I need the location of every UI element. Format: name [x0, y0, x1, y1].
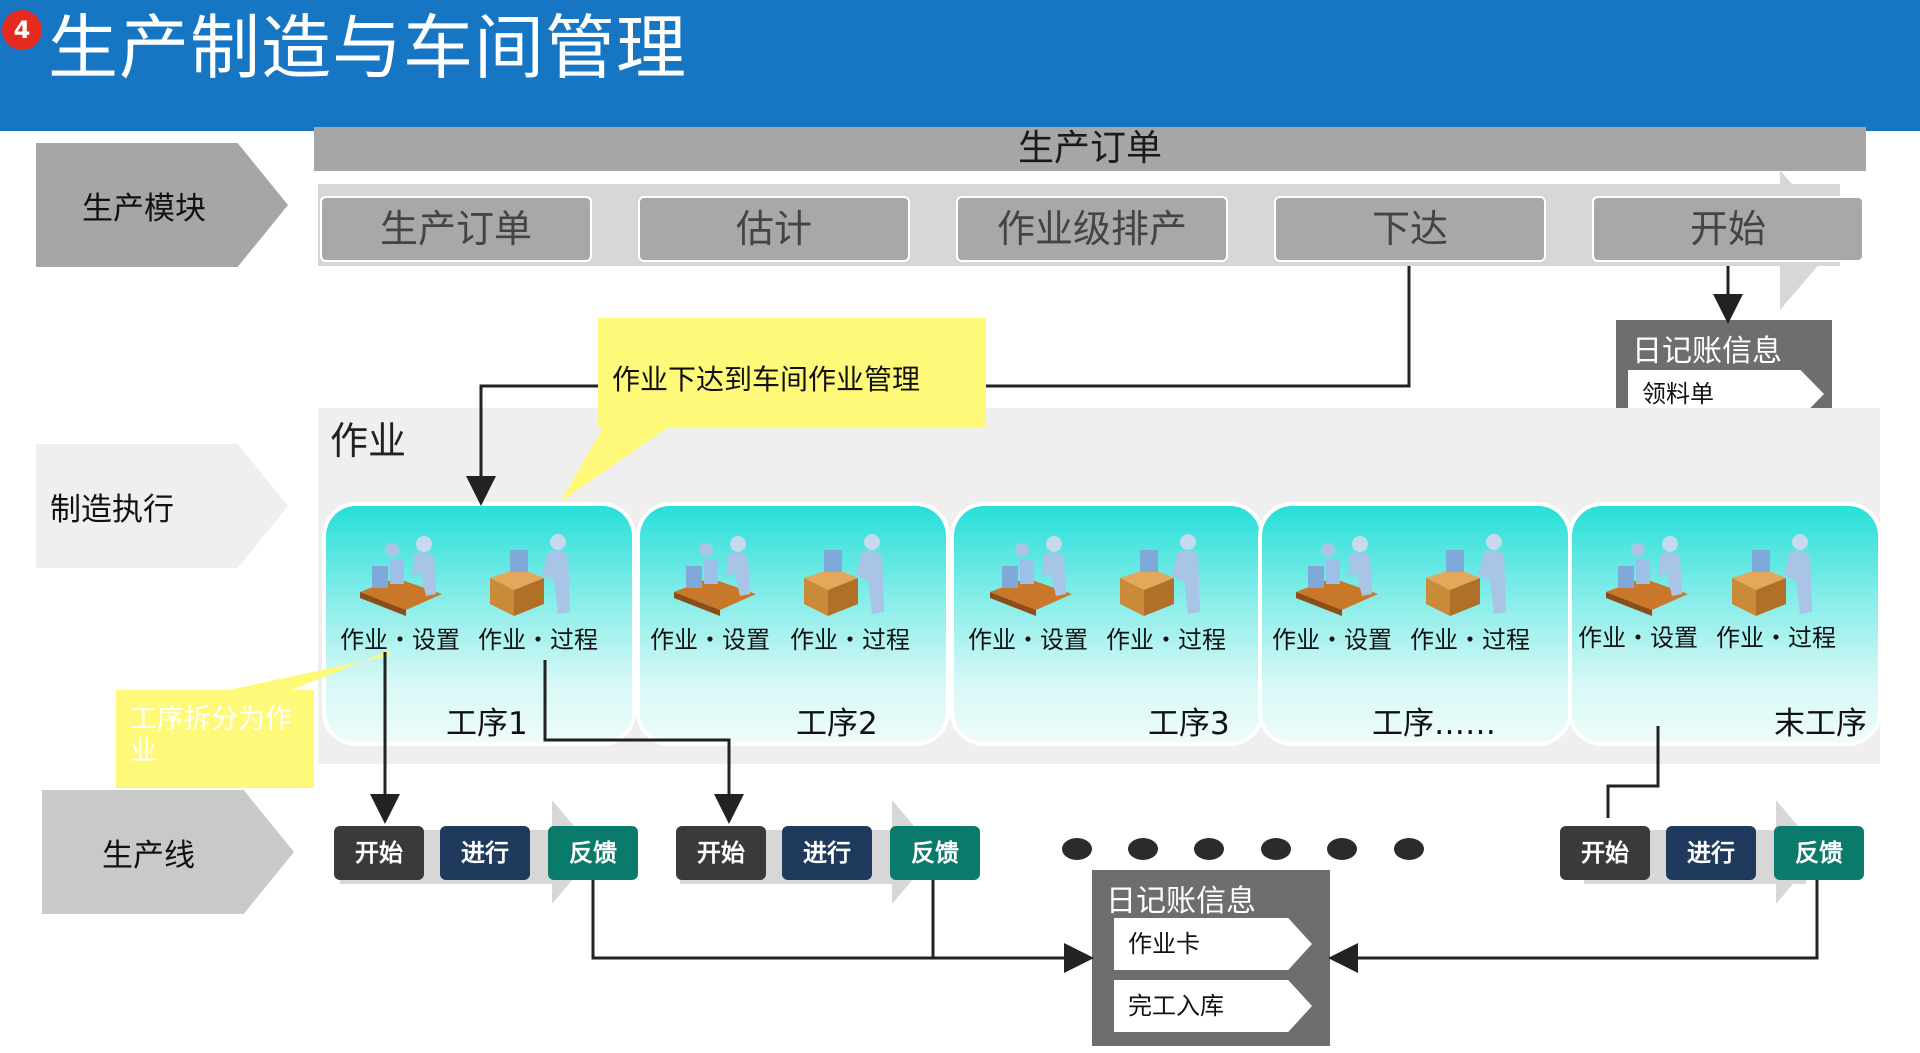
- journal-item-finished-goods-receipt[interactable]: 完工入库: [1114, 980, 1312, 1032]
- packing-worker-icon: [1426, 534, 1506, 616]
- note-split-into-operations: 工序拆分为作业: [116, 690, 314, 788]
- assembly-worker-icon: [1606, 536, 1688, 616]
- process-3-label: 工序3: [1148, 706, 1230, 742]
- op-process-label: 作业・过程: [1716, 624, 1836, 652]
- ellipsis-dot: [1327, 838, 1357, 860]
- production-order-banner: 生产订单: [314, 127, 1866, 171]
- process1-to-line2-arrow: [543, 660, 744, 824]
- journal-top-title: 日记账信息: [1632, 334, 1782, 369]
- stage-operation-scheduling[interactable]: 作业级排产: [956, 196, 1228, 262]
- op-setup-label: 作业・设置: [1578, 624, 1698, 652]
- label-production-line-text: 生产线: [102, 837, 195, 874]
- stage-release[interactable]: 下达: [1274, 196, 1546, 262]
- process-card-1[interactable]: 作业・设置 作业・过程 工序1: [326, 506, 632, 742]
- journal-box-bottom: 日记账信息 作业卡 完工入库: [1092, 870, 1330, 1046]
- packing-worker-icon: [490, 534, 570, 616]
- op-process-label: 作业・过程: [478, 626, 598, 654]
- op-process-label: 作业・过程: [790, 626, 910, 654]
- packing-worker-icon: [1732, 534, 1812, 616]
- op-process-label: 作业・过程: [1410, 626, 1530, 654]
- release-to-operations-arrow: [466, 384, 598, 506]
- label-manufacturing-execution: 制造执行: [36, 444, 288, 568]
- last-process-to-line3: [1606, 726, 1660, 818]
- assembly-worker-icon: [360, 536, 442, 616]
- stage-production-order[interactable]: 生产订单: [320, 196, 592, 262]
- label-production-line: 生产线: [42, 790, 294, 914]
- line3-progress-button[interactable]: 进行: [1666, 826, 1756, 880]
- label-manufacturing-execution-text: 制造执行: [50, 491, 174, 528]
- line1-progress-button[interactable]: 进行: [440, 826, 530, 880]
- line2-feedback-button[interactable]: 反馈: [890, 826, 980, 880]
- section-number-badge: 4: [2, 10, 42, 50]
- line1-feedback-to-journal-arrow: [591, 880, 1094, 973]
- process-more-label: 工序……: [1372, 706, 1496, 742]
- process-card-3[interactable]: 作业・设置 作业・过程 工序3: [954, 506, 1260, 742]
- assembly-worker-icon: [674, 536, 756, 616]
- stage-estimate[interactable]: 估计: [638, 196, 910, 262]
- process-2-label: 工序2: [796, 706, 878, 742]
- stage-start[interactable]: 开始: [1592, 196, 1864, 262]
- ellipsis-dot: [1194, 838, 1224, 860]
- op-setup-label: 作业・设置: [340, 626, 460, 654]
- journal-bottom-title: 日记账信息: [1106, 884, 1256, 919]
- packing-worker-icon: [804, 534, 884, 616]
- ellipsis-dot: [1394, 838, 1424, 860]
- process-card-last[interactable]: 作业・设置 作业・过程 末工序: [1572, 506, 1878, 742]
- process-card-2[interactable]: 作业・设置 作业・过程 工序2: [640, 506, 946, 742]
- label-production-module-text: 生产模块: [82, 190, 206, 227]
- line2-progress-button[interactable]: 进行: [782, 826, 872, 880]
- line3-feedback-button[interactable]: 反馈: [1774, 826, 1864, 880]
- op-setup-label: 作业・设置: [650, 626, 770, 654]
- process-last-label: 末工序: [1774, 706, 1867, 742]
- process-card-more[interactable]: 作业・设置 作业・过程 工序……: [1262, 506, 1568, 742]
- assembly-worker-icon: [1296, 536, 1378, 616]
- line2-start-button[interactable]: 开始: [676, 826, 766, 880]
- packing-worker-icon: [1120, 534, 1200, 616]
- process-1-label: 工序1: [446, 706, 528, 742]
- header-bar: [0, 0, 1920, 131]
- line3-feedback-to-journal-arrow: [1328, 880, 1819, 973]
- journal-item-job-card[interactable]: 作业卡: [1114, 918, 1312, 970]
- op-setup-label: 作业・设置: [1272, 626, 1392, 654]
- op-setup-label: 作业・设置: [968, 626, 1088, 654]
- assembly-worker-icon: [990, 536, 1072, 616]
- ellipsis-dot: [1128, 838, 1158, 860]
- op-process-label: 作业・过程: [1106, 626, 1226, 654]
- page-title: 生产制造与车间管理: [48, 7, 687, 89]
- callout-release-to-shopfloor: 作业下达到车间作业管理: [598, 318, 986, 428]
- line1-start-button[interactable]: 开始: [334, 826, 424, 880]
- line3-start-button[interactable]: 开始: [1560, 826, 1650, 880]
- line1-feedback-button[interactable]: 反馈: [548, 826, 638, 880]
- label-production-module: 生产模块: [36, 143, 288, 267]
- operation-zone-label: 作业: [330, 419, 407, 463]
- release-connector: [986, 266, 1411, 388]
- ellipsis-dot: [1062, 838, 1092, 860]
- ellipsis-dot: [1261, 838, 1291, 860]
